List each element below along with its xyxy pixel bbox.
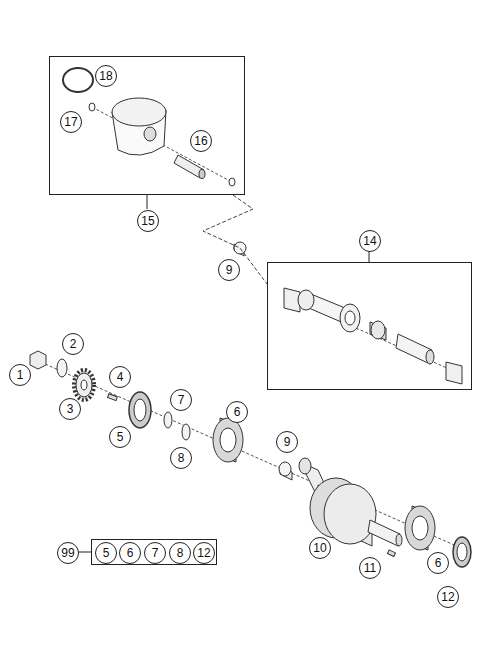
piston-kit-box: 15181716	[49, 56, 245, 195]
callout-number: 15	[137, 210, 159, 232]
callout-number: 9	[276, 431, 298, 453]
callout-number: 16	[190, 130, 212, 152]
piston-pin	[174, 155, 205, 179]
callout-number: 1	[9, 364, 31, 386]
conrod-kit-box: 14	[267, 262, 472, 390]
callout-number: 9	[218, 259, 240, 281]
callout-number: 5	[95, 542, 117, 564]
shim-washer	[164, 412, 172, 428]
leader-line	[78, 552, 91, 553]
ball-bearing	[405, 506, 435, 550]
gear	[74, 370, 94, 400]
callout-number: 17	[60, 111, 82, 133]
woodruff-key	[108, 394, 118, 401]
shaft-seal	[129, 392, 151, 428]
callout-number: 14	[359, 230, 381, 252]
callout-number: 11	[359, 557, 381, 579]
hex-nut	[30, 351, 46, 369]
callout-number: 3	[59, 398, 81, 420]
dashed-connector	[203, 195, 267, 284]
woodruff-key	[387, 550, 395, 557]
callout-number: 18	[95, 65, 117, 87]
callout-number: 6	[226, 401, 248, 423]
callout-number: 7	[170, 389, 192, 411]
callout-number: 12	[437, 586, 459, 608]
bushing	[279, 462, 292, 480]
callout-number: 2	[62, 333, 84, 355]
callout-number: 10	[309, 537, 331, 559]
needle-bearing	[370, 321, 386, 340]
leader-line	[369, 251, 370, 262]
kit-box: 99567812	[91, 539, 217, 565]
callout-number: 7	[144, 542, 166, 564]
callout-number: 5	[109, 426, 131, 448]
ball-bearing	[213, 418, 243, 462]
piston-ring	[63, 68, 93, 92]
shaft-seal	[453, 537, 471, 567]
callout-number: 6	[427, 552, 449, 574]
callout-number: 12	[193, 542, 215, 564]
callout-number: 8	[169, 542, 191, 564]
callout-number: 6	[119, 542, 141, 564]
crankshaft	[299, 458, 402, 546]
crank-pin	[396, 334, 434, 364]
leader-line	[147, 195, 148, 209]
piston	[112, 98, 166, 155]
piston-clip	[229, 178, 235, 186]
axis-line	[36, 360, 470, 552]
connecting-rod	[298, 290, 360, 332]
shim-washer	[182, 424, 190, 440]
callout-number: 99	[57, 542, 79, 564]
piston-clip	[89, 103, 95, 111]
callout-number: 4	[109, 366, 131, 388]
callout-number: 8	[170, 447, 192, 469]
thrust-washer	[446, 362, 462, 384]
washer	[57, 359, 67, 377]
